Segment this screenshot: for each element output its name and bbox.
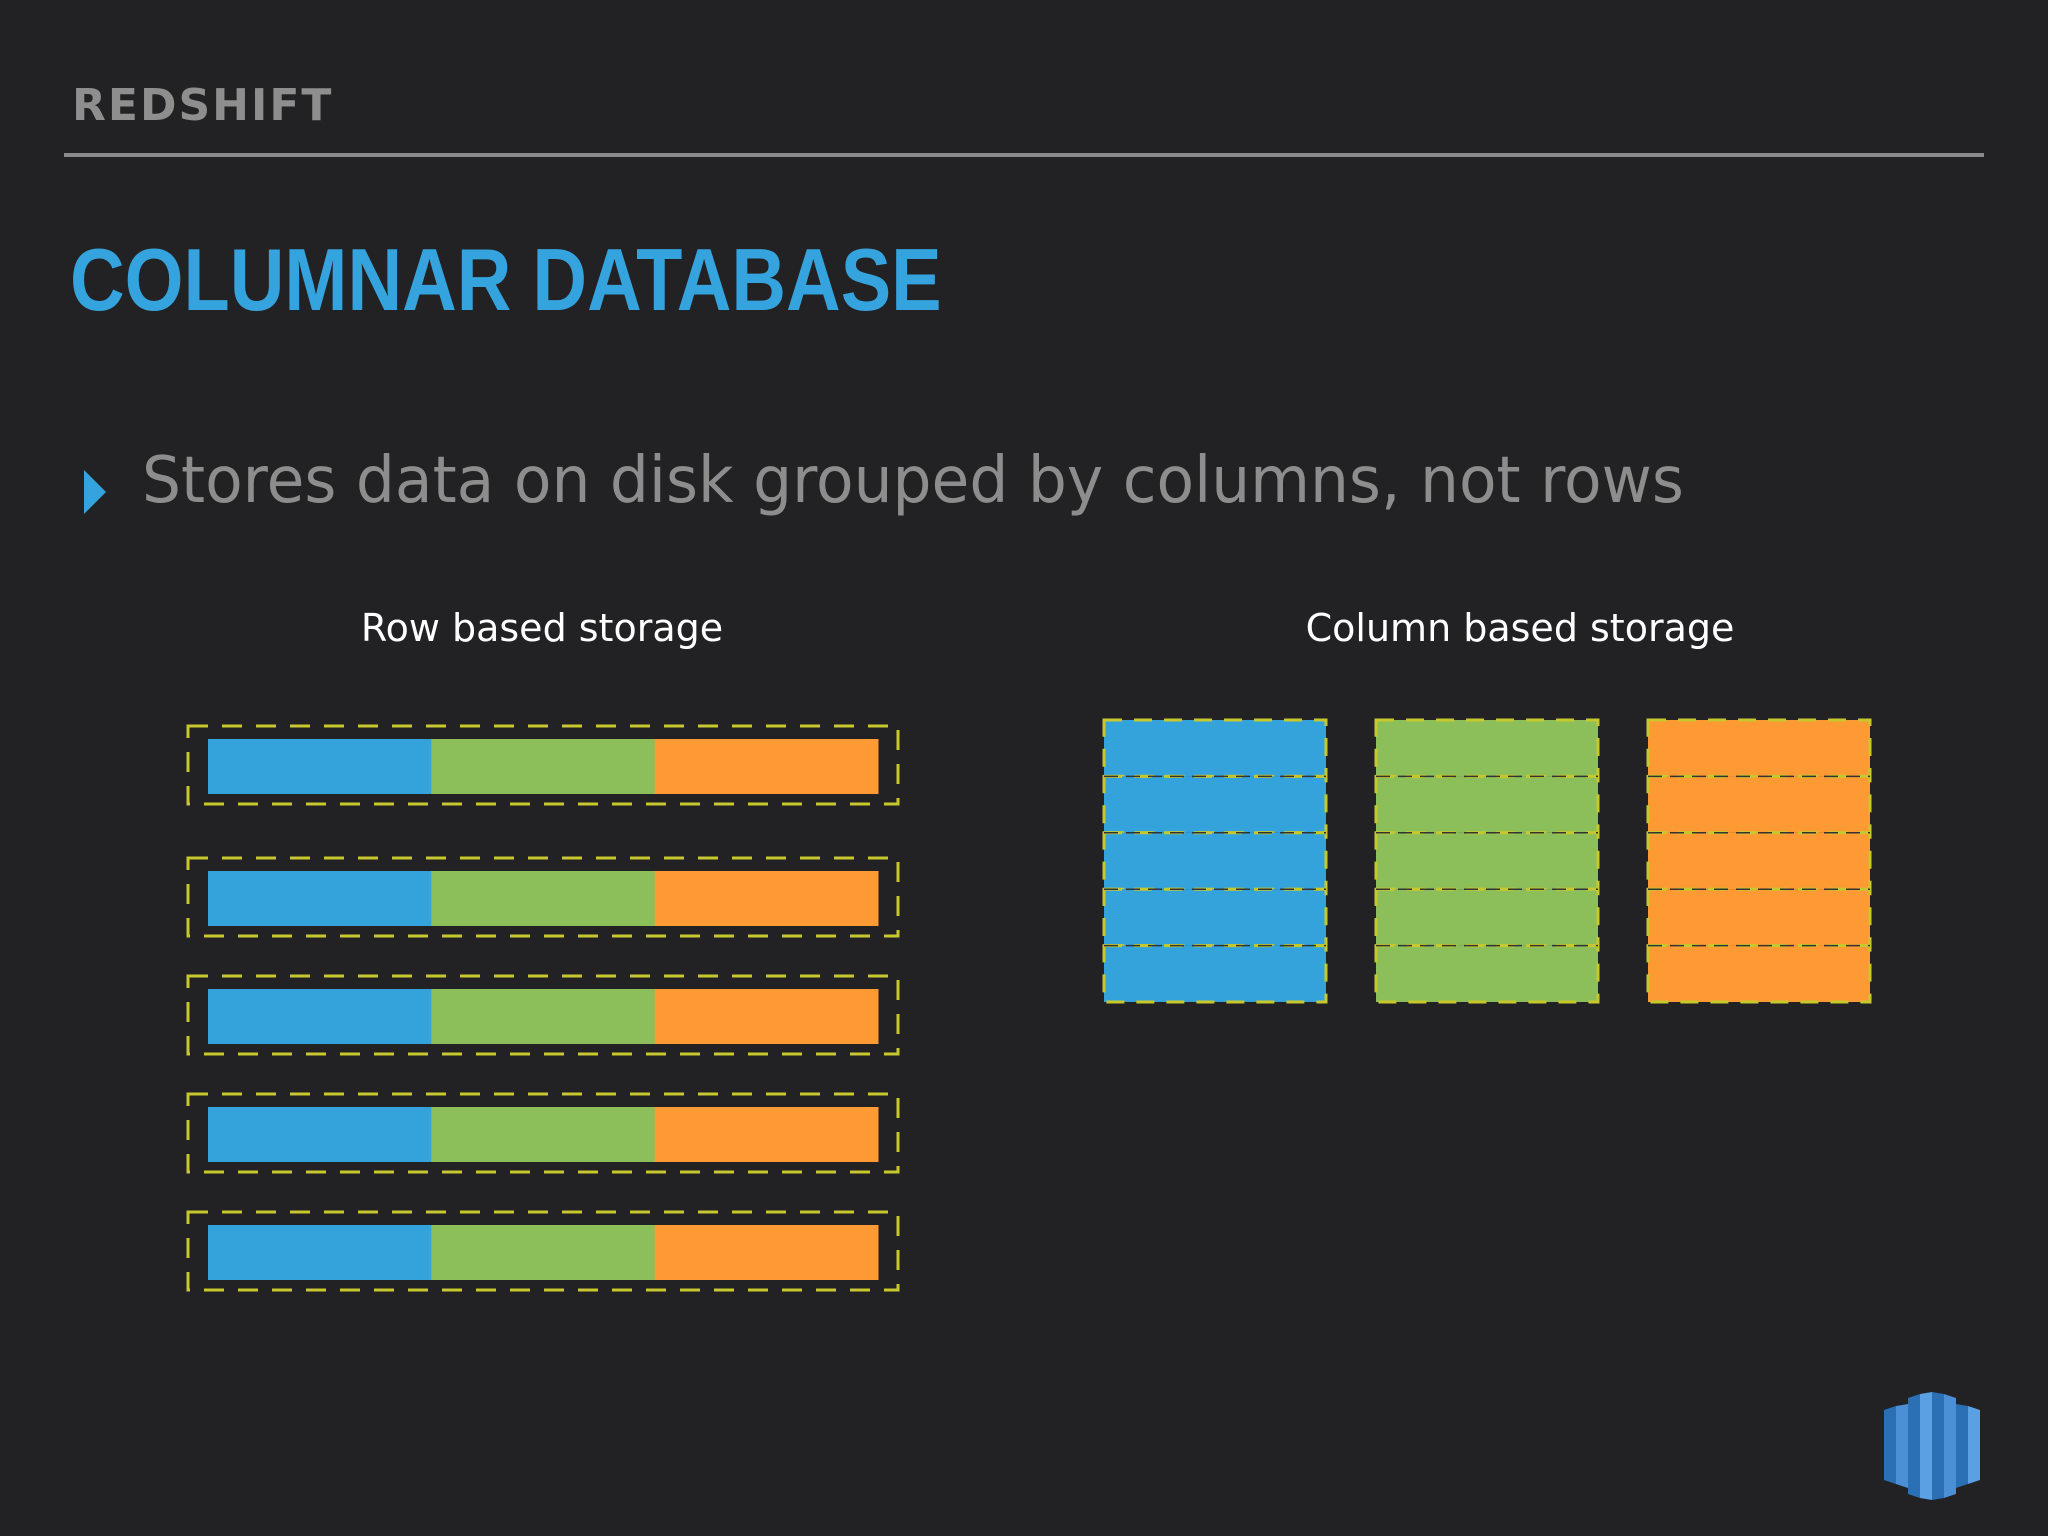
row-field-3 [654,989,879,1044]
bullet-text: Stores data on disk grouped by columns, … [142,444,1684,518]
column-cell-2 [1376,889,1598,946]
column-cell-1 [1104,720,1326,777]
row-field-2 [431,1107,656,1162]
row-field-1 [208,739,432,794]
column-cell-outline [1374,944,1600,1004]
column-cell-outline [1102,831,1328,891]
row-field-3 [654,1107,879,1162]
column-cell-outline [1646,774,1872,835]
column-cell-3 [1648,720,1870,777]
column-cell-outline [1102,887,1328,948]
column-cell-outline [1102,774,1328,835]
column-cell-outline [1102,718,1328,778]
row-storage-caption: Row based storage [360,606,724,650]
column-cell-outline [1374,718,1600,778]
column-cell-outline [1374,831,1600,891]
column-cell-outline [1646,887,1872,948]
row-record-outline [186,1210,900,1292]
column-cell-2 [1376,720,1598,777]
row-field-1 [208,989,432,1044]
row-field-3 [654,871,879,926]
column-storage-caption: Column based storage [1305,606,1735,650]
section-label: REDSHIFT [72,80,334,131]
row-record-outline [186,856,900,938]
column-cell-3 [1648,832,1870,890]
row-field-3 [654,1225,879,1280]
column-cell-outline [1646,831,1872,891]
row-field-2 [431,989,656,1044]
column-cell-1 [1104,945,1326,1002]
column-cell-2 [1376,945,1598,1002]
column-cell-outline [1374,774,1600,835]
row-field-3 [654,739,879,794]
column-cell-2 [1376,776,1598,833]
triangle-bullet-icon [84,470,106,514]
column-cell-outline [1374,887,1600,948]
column-cell-outline [1646,718,1872,778]
row-field-2 [431,871,656,926]
row-field-1 [208,1225,432,1280]
row-record-outline [186,1092,900,1174]
column-cell-1 [1104,776,1326,833]
column-cell-3 [1648,945,1870,1002]
column-cell-1 [1104,832,1326,890]
header-divider [64,153,1984,157]
row-field-1 [208,871,432,926]
slide-title: COLUMNAR DATABASE [70,230,942,329]
row-record-outline [186,974,900,1056]
redshift-logo-icon [1884,1392,1980,1500]
row-field-2 [431,739,656,794]
column-cell-3 [1648,776,1870,833]
column-cell-outline [1102,944,1328,1004]
column-cell-3 [1648,889,1870,946]
column-cell-1 [1104,889,1326,946]
column-cell-outline [1646,944,1872,1004]
row-field-1 [208,1107,432,1162]
row-field-2 [431,1225,656,1280]
row-record-outline [186,724,900,806]
column-cell-2 [1376,832,1598,890]
